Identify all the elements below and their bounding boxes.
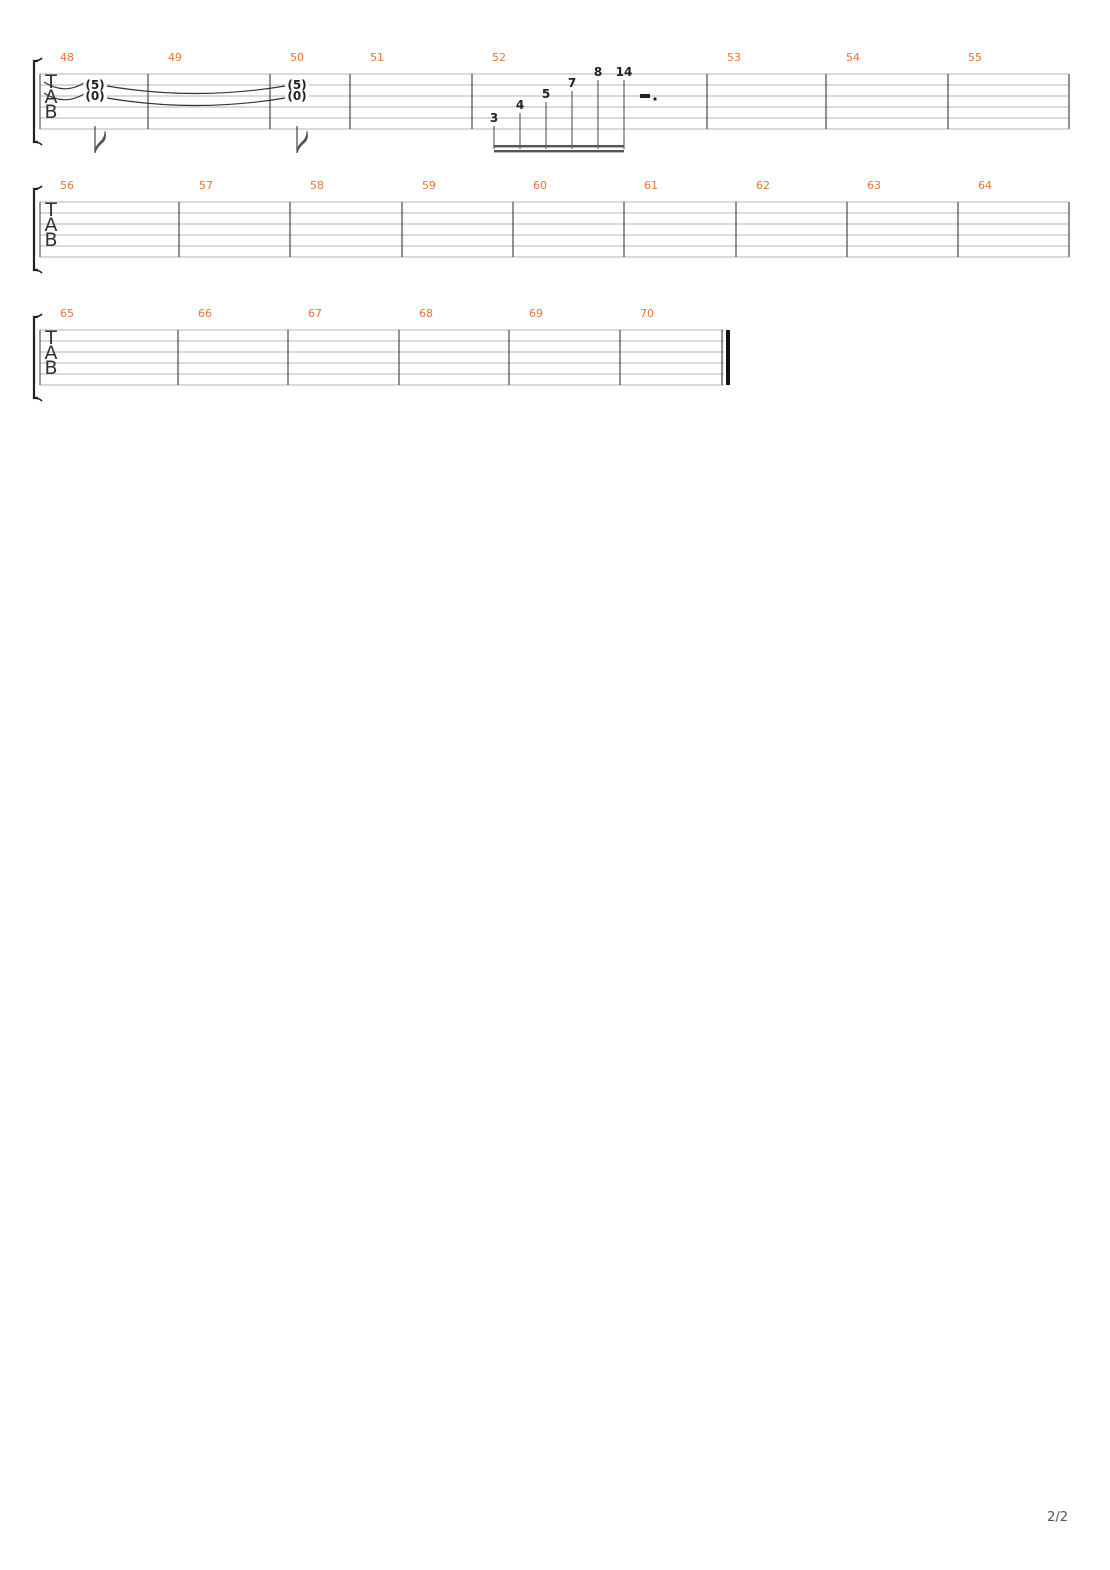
measure-number: 56 — [60, 179, 74, 192]
bracket-bottom-curl — [33, 141, 43, 146]
measure-number: 70 — [640, 307, 654, 320]
eighth-note-flag — [296, 130, 308, 154]
page-number: 2/2 — [1047, 1510, 1068, 1525]
measure-number: 65 — [60, 307, 74, 320]
fret-number: 8 — [594, 65, 602, 79]
tab-clef-letter: T — [44, 199, 57, 221]
system-bracket — [32, 187, 38, 272]
system-bracket — [32, 59, 38, 144]
tied-fret-number: (0) — [85, 89, 104, 103]
fret-bg — [83, 90, 107, 102]
eighth-note-flag — [94, 130, 106, 154]
tied-fret-number: (5) — [85, 78, 104, 92]
tab-clef-letter: B — [44, 229, 57, 251]
bracket-bottom-curl — [33, 269, 43, 274]
bracket-top-curl — [33, 185, 43, 190]
tab-system: TAB 65 66 67 68 69 70 — [32, 307, 730, 402]
bracket-top-curl — [33, 313, 43, 318]
fret-number: 5 — [542, 87, 550, 101]
tab-clef-letter: A — [45, 214, 58, 236]
system-bracket — [32, 315, 38, 400]
measure-number: 60 — [533, 179, 547, 192]
fret-bg — [83, 79, 107, 91]
measure-number: 49 — [168, 51, 182, 64]
tie-arc — [106, 85, 286, 95]
rest-dot — [653, 97, 657, 101]
measure-number: 66 — [198, 307, 212, 320]
dotted-half-rest — [640, 94, 650, 98]
measure-number: 55 — [968, 51, 982, 64]
tied-fret-number: (5) — [287, 78, 306, 92]
tab-clef-letter: A — [45, 342, 58, 364]
measure-number: 58 — [310, 179, 324, 192]
tab-clef-letter: T — [44, 327, 57, 349]
measure-number: 62 — [756, 179, 770, 192]
measure-number: 50 — [290, 51, 304, 64]
measure-number: 48 — [60, 51, 74, 64]
bracket-bottom-curl — [33, 397, 43, 402]
measure-number: 67 — [308, 307, 322, 320]
tab-clef-letter: B — [44, 357, 57, 379]
measure-number: 69 — [529, 307, 543, 320]
fret-number: 7 — [568, 76, 576, 90]
fret-number: 14 — [616, 65, 633, 79]
bracket-top-curl — [33, 57, 43, 62]
measure-number: 63 — [867, 179, 881, 192]
fret-bg — [285, 79, 309, 91]
fret-number: 4 — [516, 98, 524, 112]
fret-number: 3 — [490, 111, 498, 125]
measure-number: 64 — [978, 179, 992, 192]
measure-number: 52 — [492, 51, 506, 64]
measure-number: 51 — [370, 51, 384, 64]
tab-system: TAB 56 57 58 59 60 61 62 63 64 — [32, 179, 1070, 274]
measure-number: 57 — [199, 179, 213, 192]
tie-arc — [43, 81, 85, 90]
final-barline — [726, 330, 730, 385]
sixteenth-beam — [494, 150, 624, 153]
tied-fret-number: (0) — [287, 89, 306, 103]
measure-number: 53 — [727, 51, 741, 64]
measure-number: 68 — [419, 307, 433, 320]
tie-arc — [106, 97, 286, 107]
fret-bg — [285, 90, 309, 102]
measure-number: 59 — [422, 179, 436, 192]
measure-number: 61 — [644, 179, 658, 192]
sixteenth-beam — [494, 145, 624, 148]
tab-clef-letter: B — [44, 101, 57, 123]
tie-arc — [43, 92, 85, 101]
measure-number: 54 — [846, 51, 860, 64]
